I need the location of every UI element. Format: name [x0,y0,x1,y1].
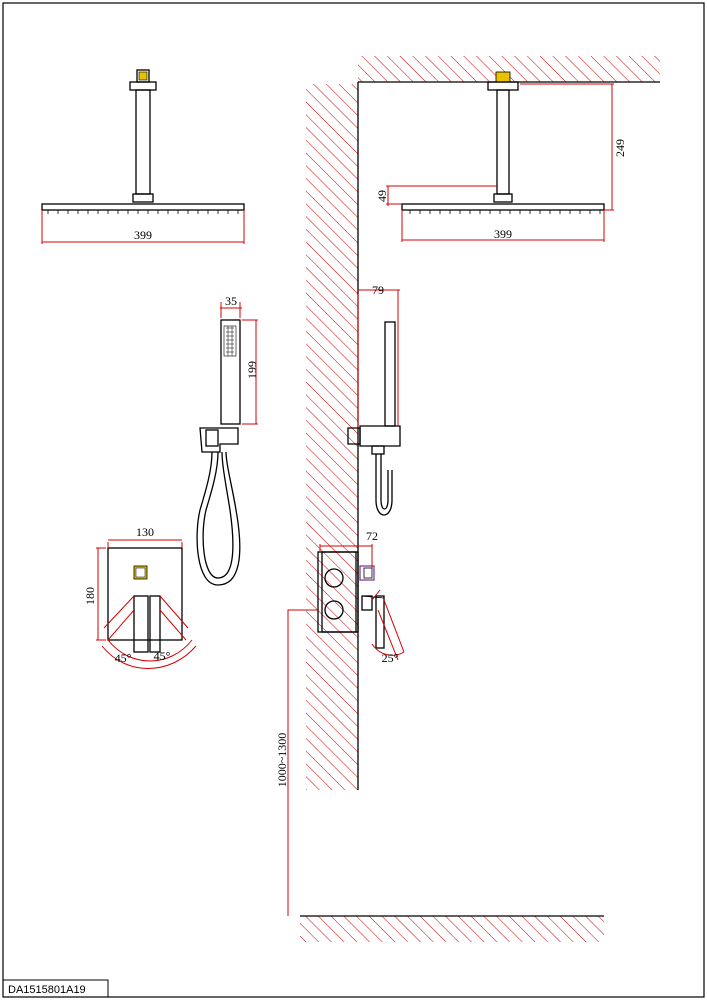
dim-hand-shower-length: 199 [245,361,259,379]
drawing-code: DA1515801A19 [8,984,86,996]
rain-shower-head-mounted [386,71,614,242]
hand-shower-front [196,302,258,586]
dim-handle-angle-right: 45° [154,649,171,663]
rain-shower-head-front [41,69,245,244]
hand-shower-mounted [347,289,401,516]
dim-handle-angle-left: 45° [115,651,132,665]
dim-valve-height: 1000~1300 [275,733,289,788]
dim-head-width-left: 399 [134,228,152,242]
dim-plate-height: 180 [83,587,97,605]
dim-plate-width: 130 [136,525,154,539]
dim-head-drop: 49 [375,190,389,202]
concealed-valve [287,544,405,916]
dim-arm-length: 249 [613,139,627,157]
dim-hand-shower-width: 35 [225,294,237,308]
wall-hatching [300,56,660,942]
dim-head-width-right: 399 [494,227,512,241]
dim-valve-depth: 72 [366,529,378,543]
valve-cover-plate [96,539,197,669]
dim-holder-projection: 79 [372,283,384,297]
dim-handle-angle-side: 25° [382,651,399,665]
code-box [2,979,109,998]
